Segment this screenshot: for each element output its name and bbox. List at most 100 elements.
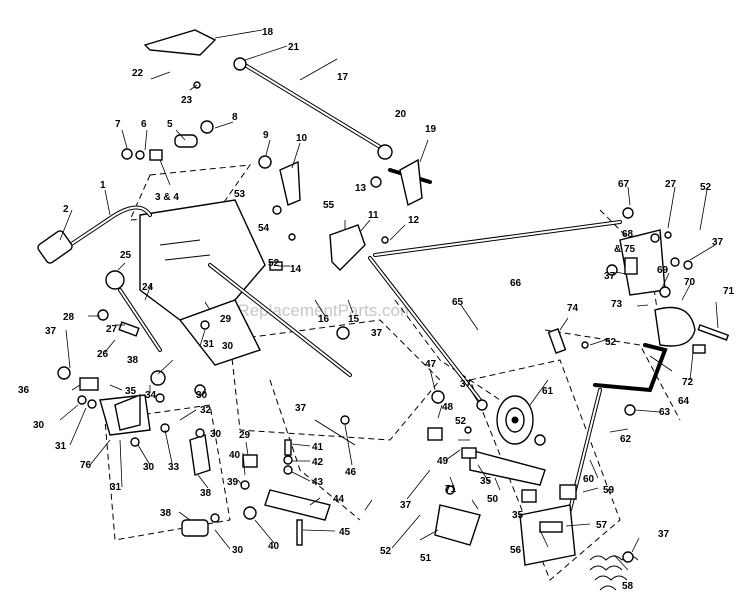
callout-21: 21 xyxy=(288,42,300,53)
callout-23: 23 xyxy=(181,95,193,106)
callout-30-e: 30 xyxy=(33,420,45,431)
callout-15: 15 xyxy=(348,314,360,325)
callout-64: 64 xyxy=(678,396,690,407)
callout-6: 6 xyxy=(141,119,147,130)
callout-17: 17 xyxy=(337,72,349,83)
callout-14: 14 xyxy=(290,264,302,275)
callout-66: 66 xyxy=(510,278,522,289)
callout-9: 9 xyxy=(263,130,269,141)
callout-22: 22 xyxy=(132,68,144,79)
callout-71-a: 71 xyxy=(723,286,735,297)
callout-52-d: 52 xyxy=(605,337,617,348)
callout-52-b: 52 xyxy=(455,416,467,427)
callout-59: 59 xyxy=(603,485,615,496)
callout-37-h: 37 xyxy=(658,529,670,540)
crank-handle xyxy=(388,158,432,207)
callout-38-a: 38 xyxy=(127,355,139,366)
callout-37-a: 37 xyxy=(45,326,57,337)
callout-69: 69 xyxy=(657,265,669,276)
bracket xyxy=(329,224,366,271)
callout-76: 76 xyxy=(80,460,92,471)
callout-44: 44 xyxy=(333,494,345,505)
callout-1: 1 xyxy=(100,180,106,191)
callout-73: 73 xyxy=(611,299,623,310)
callout-47: 47 xyxy=(425,359,437,370)
callout-33: 33 xyxy=(168,462,180,473)
callout-30-c: 30 xyxy=(210,429,222,440)
callout-62: 62 xyxy=(620,434,632,445)
callout-31-c: 31 xyxy=(110,482,122,493)
callout-2: 2 xyxy=(63,204,69,215)
callout-16: 16 xyxy=(318,314,330,325)
callout-63: 63 xyxy=(659,407,671,418)
callout-57: 57 xyxy=(596,520,608,531)
spring xyxy=(589,555,639,591)
callout-36: 36 xyxy=(18,385,30,396)
callout-38-c: 38 xyxy=(160,508,172,519)
callout-41: 41 xyxy=(312,442,324,453)
callout-12: 12 xyxy=(408,215,420,226)
callout-37-g: 37 xyxy=(712,237,724,248)
callout-58: 58 xyxy=(622,581,634,592)
callout-40-b: 40 xyxy=(268,541,280,552)
pulley xyxy=(496,395,534,445)
callout-31-b: 31 xyxy=(55,441,67,452)
callout-74: 74 xyxy=(567,303,579,314)
callout-labels: 1 2 3 & 4 5 6 7 8 9 10 11 12 13 14 15 16… xyxy=(18,27,735,592)
callout-55: 55 xyxy=(323,200,335,211)
callout-30-a: 30 xyxy=(222,341,234,352)
callout-70: 70 xyxy=(684,277,696,288)
callout-7: 7 xyxy=(115,119,121,130)
callout-46: 46 xyxy=(345,467,357,478)
callout-48: 48 xyxy=(442,402,454,413)
control-panel-housing xyxy=(139,199,266,366)
callout-3-4: 3 & 4 xyxy=(155,192,179,203)
callout-38-b: 38 xyxy=(200,488,212,499)
callout-32: 32 xyxy=(200,405,212,416)
callout-20: 20 xyxy=(395,109,407,120)
callout-71-b: 71 xyxy=(445,484,457,495)
callout-49: 49 xyxy=(437,456,449,467)
callout-35-a: 35 xyxy=(125,386,137,397)
callout-27: 27 xyxy=(106,324,118,335)
callout-31-a: 31 xyxy=(203,339,215,350)
callout-28: 28 xyxy=(63,312,75,323)
callout-13: 13 xyxy=(355,183,367,194)
callout-35-c: 35 xyxy=(512,510,524,521)
upper-control-rod xyxy=(143,29,393,160)
callout-37-d: 37 xyxy=(460,379,472,390)
callout-52-e: 52 xyxy=(700,182,712,193)
callout-61: 61 xyxy=(542,386,554,397)
callout-40-a: 40 xyxy=(229,450,241,461)
callout-37-f: 37 xyxy=(604,271,616,282)
callout-5: 5 xyxy=(167,119,173,130)
leader-lines xyxy=(59,29,719,571)
callout-51: 51 xyxy=(420,553,432,564)
callout-34: 34 xyxy=(145,390,157,401)
callout-54: 54 xyxy=(258,223,270,234)
callout-68-75: & 75 xyxy=(614,244,636,255)
handle-assembly xyxy=(37,205,152,264)
callout-35-b: 35 xyxy=(480,476,492,487)
callout-10: 10 xyxy=(296,133,308,144)
callout-53: 53 xyxy=(234,189,246,200)
callout-67: 67 xyxy=(618,179,630,190)
callout-27-right: 27 xyxy=(665,179,677,190)
callout-50: 50 xyxy=(487,494,499,505)
callout-26: 26 xyxy=(97,349,109,360)
callout-29-upper: 29 xyxy=(220,314,232,325)
callout-42: 42 xyxy=(312,457,324,468)
shift-lever xyxy=(105,270,162,352)
callout-52-a: 52 xyxy=(268,258,280,269)
callout-37-e: 37 xyxy=(400,500,412,511)
callout-65: 65 xyxy=(452,297,464,308)
dashed-outlines xyxy=(104,164,681,581)
lower-control-rods xyxy=(208,220,668,512)
callout-30-f: 30 xyxy=(232,545,244,556)
callout-8: 8 xyxy=(232,112,238,123)
callout-19: 19 xyxy=(425,124,437,135)
callout-68: 68 xyxy=(622,229,634,240)
callout-60: 60 xyxy=(583,474,595,485)
callout-18: 18 xyxy=(262,27,274,38)
